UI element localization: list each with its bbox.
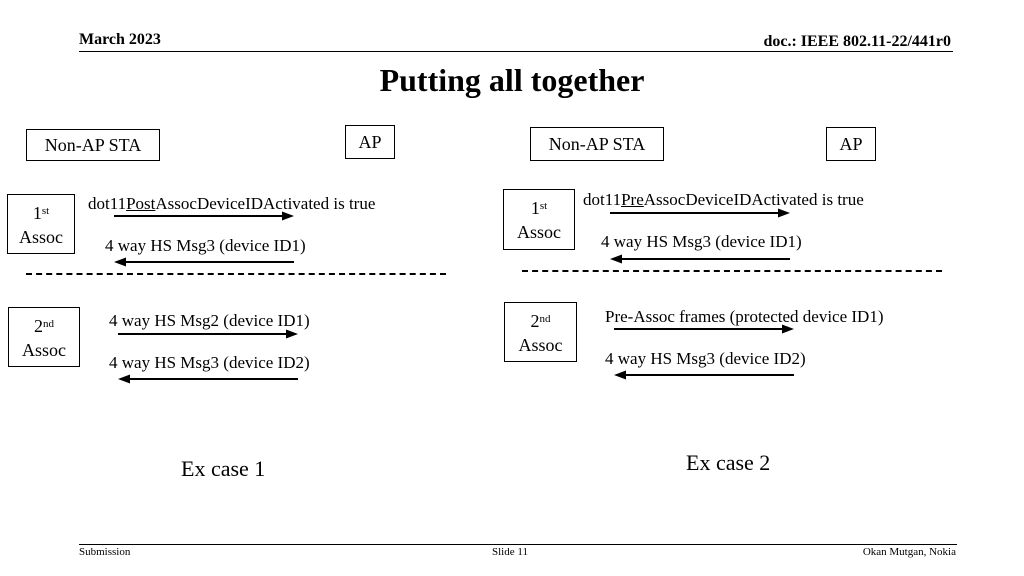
- case1-msg-a: 4 way HS Msg3 (device ID1): [105, 236, 306, 255]
- case1-mib-prefix: dot11: [88, 194, 127, 213]
- case1-assoc2-box: 2nd Assoc: [8, 307, 80, 367]
- case1-msg-c: 4 way HS Msg3 (device ID2): [109, 353, 310, 372]
- case2-assoc2-ordinal: 2: [530, 311, 540, 331]
- case2-msg-b: Pre-Assoc frames (protected device ID1): [605, 307, 884, 326]
- case1-mib-suffix: AssocDeviceIDActivated is true: [155, 194, 376, 213]
- footer-rule: [79, 544, 957, 545]
- case1-sta-label: Non-AP STA: [44, 135, 142, 155]
- case1-arrow-msg-a-left: [114, 257, 294, 267]
- case1-msg-b: 4 way HS Msg2 (device ID1): [109, 311, 310, 330]
- case2-sta-label: Non-AP STA: [548, 134, 646, 154]
- case1-arrow-msg-b-right: [118, 329, 298, 339]
- case1-assoc2-ordinal: 2: [34, 316, 43, 336]
- case1-ap-label: AP: [358, 132, 382, 152]
- case2-arrow-msg-a-left: [610, 254, 790, 264]
- case1-mib-text: dot11PostAssocDeviceIDActivated is true: [88, 194, 375, 214]
- case2-mib-suffix: AssocDeviceIDActivated is true: [643, 190, 864, 209]
- case2-assoc1-word: Assoc: [517, 222, 561, 242]
- header-date: March 2023: [79, 31, 161, 48]
- case1-caption: Ex case 1: [181, 456, 266, 481]
- case2-assoc1-suffix: st: [539, 200, 548, 212]
- case2-arrow-msg-b-right: [614, 324, 794, 334]
- case2-assoc2-box: 2nd Assoc: [504, 302, 577, 362]
- footer-author: Okan Mutgan, Nokia: [862, 546, 956, 558]
- case2-sta-box: Non-AP STA: [530, 127, 664, 161]
- case2-mib-prefix: dot11: [583, 190, 622, 209]
- case2-assoc1-ordinal: 1: [530, 198, 540, 218]
- case2-assoc2-word: Assoc: [518, 335, 563, 355]
- case1-arrow-mib-right: [114, 211, 294, 221]
- case1-assoc1-suffix: st: [41, 205, 50, 217]
- case2-msg-a: 4 way HS Msg3 (device ID1): [601, 232, 802, 251]
- case2-assoc2-suffix: nd: [539, 313, 551, 325]
- case2-ap-label: AP: [839, 134, 863, 154]
- case1-ap-box: AP: [345, 125, 395, 159]
- case2-arrow-mib-right: [610, 208, 790, 218]
- footer-slide-number: Slide 11: [492, 546, 528, 558]
- header-doc-id: doc.: IEEE 802.11-22/441r0: [763, 33, 951, 50]
- case1-assoc1-ordinal: 1: [32, 203, 42, 223]
- case2-msg-c: 4 way HS Msg3 (device ID2): [605, 349, 806, 368]
- footer-left: Submission: [79, 546, 131, 558]
- case1-assoc1-word: Assoc: [19, 227, 63, 247]
- case1-assoc2-word: Assoc: [22, 340, 66, 360]
- case2-arrow-msg-c-left: [614, 370, 794, 380]
- case1-mib-underlined: Post: [126, 194, 156, 213]
- case2-mib-underlined: Pre: [621, 190, 644, 209]
- case1-arrow-msg-c-left: [118, 374, 298, 384]
- case1-assoc1-box: 1st Assoc: [7, 194, 75, 254]
- case2-separator: [522, 270, 942, 272]
- slide-title: Putting all together: [379, 62, 645, 98]
- header-rule: [79, 51, 953, 52]
- case2-assoc1-box: 1st Assoc: [503, 189, 575, 250]
- case2-ap-box: AP: [826, 127, 876, 161]
- case1-separator: [26, 273, 446, 275]
- case1-assoc2-suffix: nd: [43, 318, 54, 330]
- case2-mib-text: dot11PreAssocDeviceIDActivated is true: [583, 190, 864, 210]
- case1-sta-box: Non-AP STA: [26, 129, 160, 161]
- case2-caption: Ex case 2: [686, 450, 771, 475]
